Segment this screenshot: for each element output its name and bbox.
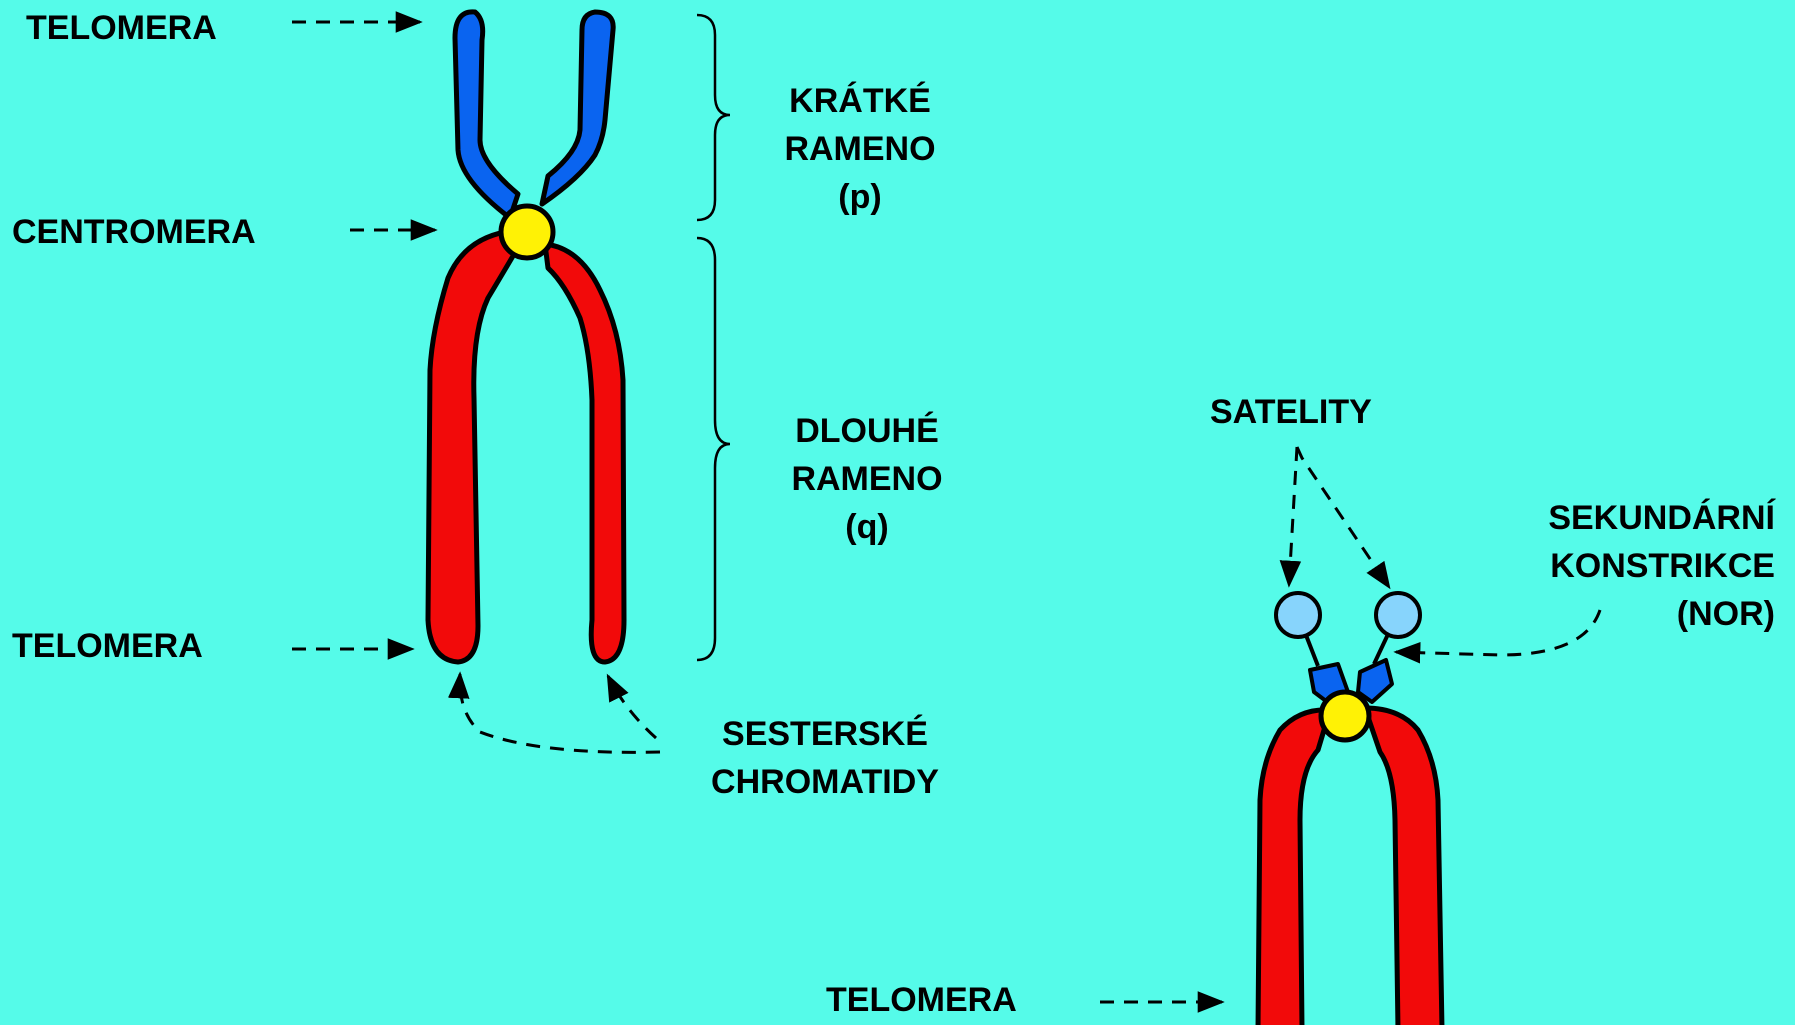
satelity-arrow-right bbox=[1297, 447, 1389, 587]
short-arm-right-chromatid bbox=[542, 12, 613, 204]
sister-chromatids-line-1: SESTERSKÉ bbox=[670, 710, 980, 758]
sister-chromatid-arrow-right bbox=[608, 676, 656, 738]
short-arm-line-3: (p) bbox=[745, 173, 975, 221]
second-chromosome-long-arm-left bbox=[1258, 710, 1330, 1025]
second-chromosome-centromere bbox=[1321, 692, 1369, 740]
telomera-second-label: TELOMERA bbox=[826, 976, 1017, 1024]
second-chromosome-long-arm-right bbox=[1365, 708, 1442, 1025]
satelity-arrow-left bbox=[1289, 447, 1297, 585]
long-arm-left-chromatid bbox=[428, 232, 520, 662]
sister-chromatids-label: SESTERSKÉ CHROMATIDY bbox=[670, 710, 980, 806]
telomera-top-label: TELOMERA bbox=[26, 4, 217, 52]
long-arm-right-chromatid bbox=[545, 244, 624, 662]
satellite-left bbox=[1276, 593, 1320, 637]
second-chromosome-short-arm-right bbox=[1358, 660, 1392, 702]
nor-line-1: SEKUNDÁRNÍ bbox=[1420, 494, 1775, 542]
telomera-bottom-label: TELOMERA bbox=[12, 622, 203, 670]
centromera-label: CENTROMERA bbox=[12, 208, 256, 256]
long-arm-line-1: DLOUHÉ bbox=[752, 407, 982, 455]
nor-line-3: (NOR) bbox=[1420, 590, 1775, 638]
short-arm-brace bbox=[697, 15, 730, 220]
nor-line-2: KONSTRIKCE bbox=[1420, 542, 1775, 590]
long-arm-line-3: (q) bbox=[752, 503, 982, 551]
long-arm-label: DLOUHÉ RAMENO (q) bbox=[752, 407, 982, 551]
short-arm-line-1: KRÁTKÉ bbox=[745, 77, 975, 125]
sister-chromatids-line-2: CHROMATIDY bbox=[670, 758, 980, 806]
long-arm-line-2: RAMENO bbox=[752, 455, 982, 503]
satellite-right bbox=[1376, 593, 1420, 637]
long-arm-brace bbox=[697, 238, 730, 660]
nor-label: SEKUNDÁRNÍ KONSTRIKCE (NOR) bbox=[1420, 494, 1775, 638]
short-arm-left-chromatid bbox=[455, 12, 518, 218]
short-arm-line-2: RAMENO bbox=[745, 125, 975, 173]
satelity-label: SATELITY bbox=[1210, 388, 1372, 436]
sister-chromatid-arrow-left bbox=[460, 674, 660, 752]
centromere-circle bbox=[501, 206, 553, 258]
short-arm-label: KRÁTKÉ RAMENO (p) bbox=[745, 77, 975, 221]
